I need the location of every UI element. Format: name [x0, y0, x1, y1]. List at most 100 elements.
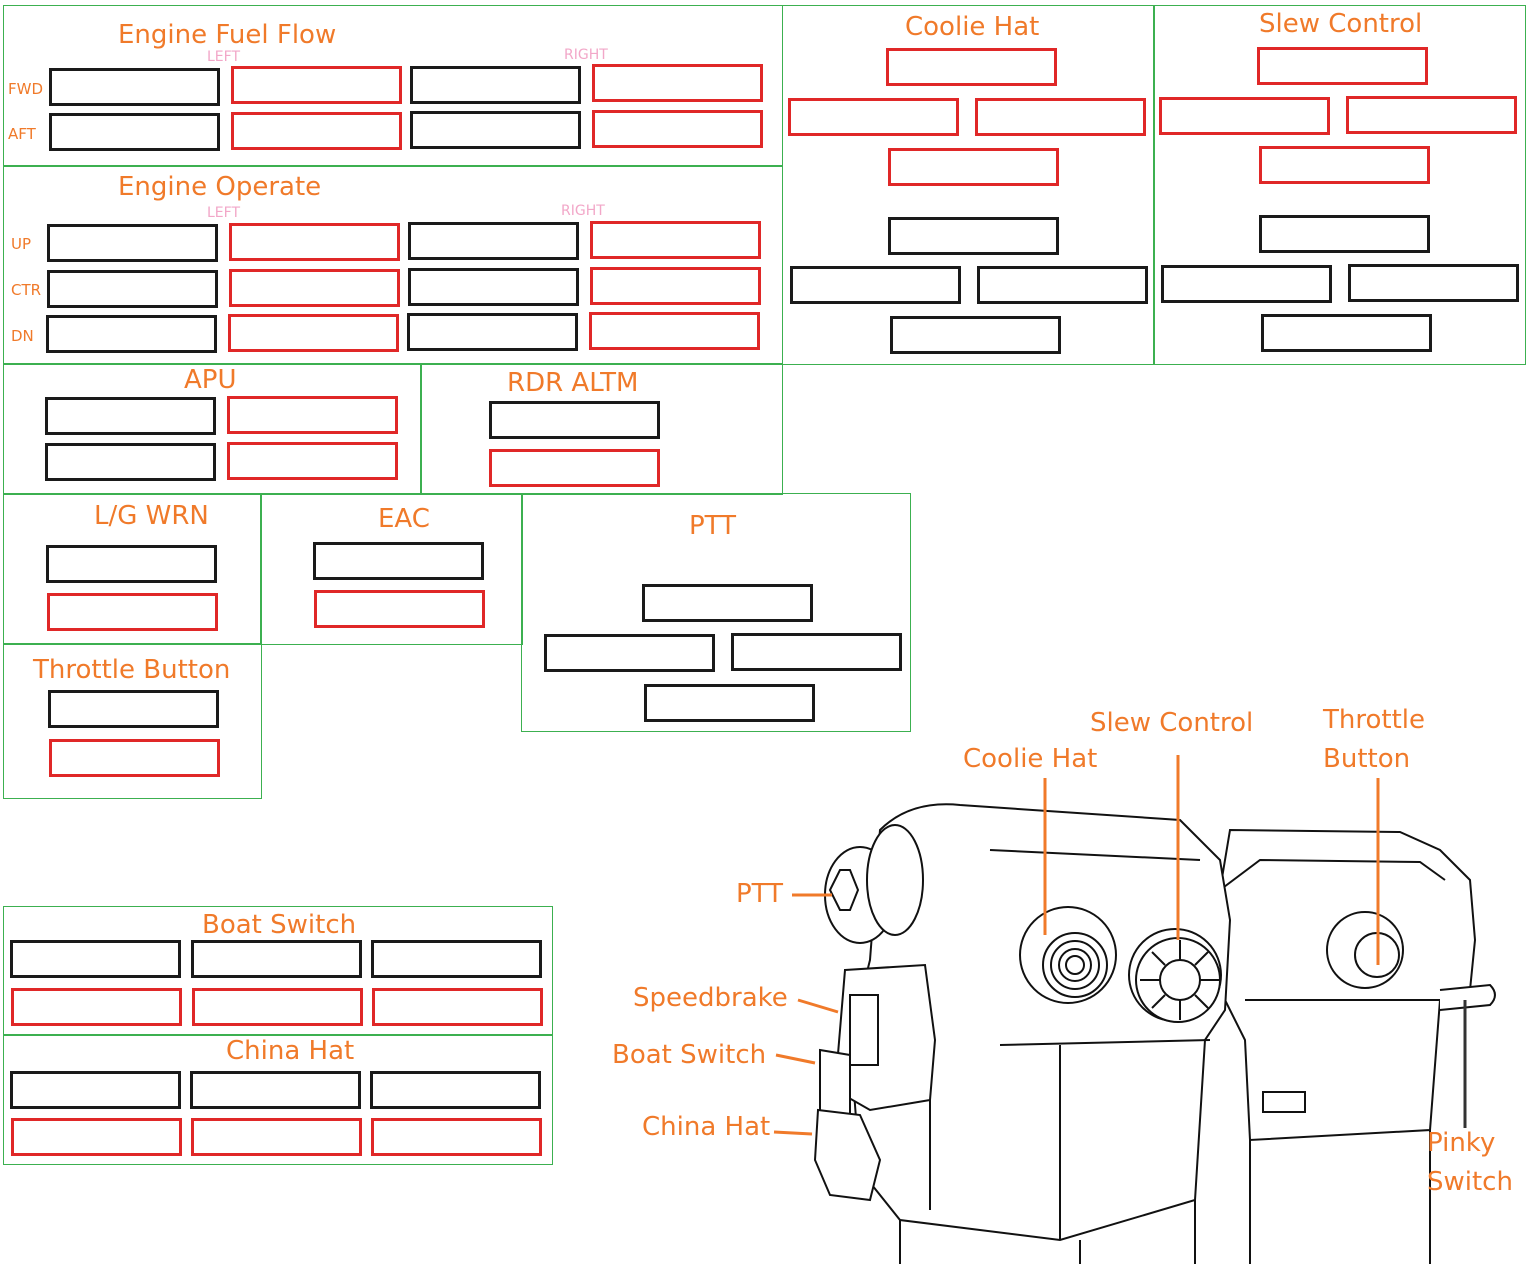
input-box[interactable]	[191, 940, 362, 978]
input-box[interactable]	[489, 449, 660, 487]
panel-title: Throttle Button	[33, 655, 231, 685]
panel-title: Engine Operate	[118, 172, 322, 202]
callout-china-hat: China Hat	[642, 1112, 771, 1142]
china-hat-panel: China Hat	[3, 1034, 553, 1165]
callout-coolie-hat: Coolie Hat	[963, 744, 1098, 774]
input-box[interactable]	[11, 988, 182, 1026]
callout-line: Pinky	[1427, 1128, 1496, 1158]
input-box[interactable]	[592, 110, 763, 148]
input-box[interactable]	[888, 217, 1059, 255]
panel-title: Slew Control	[1259, 9, 1423, 39]
input-box[interactable]	[886, 48, 1057, 86]
panel-title: Coolie Hat	[905, 12, 1040, 42]
row-label-up: UP	[11, 235, 32, 253]
input-box[interactable]	[228, 314, 399, 352]
input-box[interactable]	[371, 1118, 542, 1156]
input-box[interactable]	[590, 267, 761, 305]
panel-title: PTT	[689, 511, 736, 541]
input-box[interactable]	[788, 98, 959, 136]
input-box[interactable]	[49, 113, 220, 151]
input-box[interactable]	[407, 313, 578, 351]
callout-speedbrake: Speedbrake	[633, 983, 788, 1013]
input-box[interactable]	[48, 690, 219, 728]
input-box[interactable]	[47, 270, 218, 308]
input-box[interactable]	[314, 590, 485, 628]
panel-title: RDR ALTM	[507, 368, 639, 398]
input-box[interactable]	[410, 111, 581, 149]
input-box[interactable]	[1259, 215, 1430, 253]
input-box[interactable]	[890, 316, 1061, 354]
row-label-dn: DN	[11, 327, 34, 345]
input-box[interactable]	[731, 633, 902, 671]
input-box[interactable]	[45, 443, 216, 481]
input-box[interactable]	[642, 584, 813, 622]
row-label-ctr: CTR	[11, 281, 42, 299]
input-box[interactable]	[790, 266, 961, 304]
ptt-panel: PTT	[521, 493, 911, 732]
input-box[interactable]	[231, 66, 402, 104]
input-box[interactable]	[11, 1118, 182, 1156]
input-box[interactable]	[592, 64, 763, 102]
input-box[interactable]	[1257, 47, 1428, 85]
callout-boat-switch: Boat Switch	[612, 1040, 767, 1070]
input-box[interactable]	[977, 266, 1148, 304]
input-box[interactable]	[227, 396, 398, 434]
lg-wrn-panel: L/G WRN	[3, 493, 262, 645]
panel-title: L/G WRN	[94, 501, 209, 531]
input-box[interactable]	[47, 593, 218, 631]
input-box[interactable]	[192, 988, 363, 1026]
input-box[interactable]	[231, 112, 402, 150]
input-box[interactable]	[45, 397, 216, 435]
row-label-aft: AFT	[8, 125, 36, 143]
input-box[interactable]	[590, 221, 761, 259]
input-box[interactable]	[46, 315, 217, 353]
input-box[interactable]	[10, 1071, 181, 1109]
input-box[interactable]	[410, 66, 581, 104]
input-box[interactable]	[229, 269, 400, 307]
input-box[interactable]	[589, 312, 760, 350]
input-box[interactable]	[371, 940, 542, 978]
right-sublabel: RIGHT	[564, 47, 608, 63]
input-box[interactable]	[975, 98, 1146, 136]
panel-title: Engine Fuel Flow	[118, 20, 337, 50]
panel-title: APU	[184, 365, 237, 395]
input-box[interactable]	[49, 68, 220, 106]
input-box[interactable]	[544, 634, 715, 672]
input-box[interactable]	[46, 545, 217, 583]
engine-fuel-flow-panel: Engine Fuel Flow LEFT RIGHT FWD AFT	[3, 5, 783, 167]
row-label-fwd: FWD	[8, 80, 44, 98]
input-box[interactable]	[489, 401, 660, 439]
input-box[interactable]	[1261, 314, 1432, 352]
callout-line: Switch	[1427, 1167, 1513, 1197]
input-box[interactable]	[408, 222, 579, 260]
input-box[interactable]	[49, 739, 220, 777]
eac-panel: EAC	[260, 493, 523, 645]
rdr-altm-panel: RDR ALTM	[420, 363, 783, 495]
input-box[interactable]	[408, 268, 579, 306]
callout-line: Throttle	[1323, 705, 1425, 735]
panel-title: Boat Switch	[202, 910, 357, 940]
callout-line: Button	[1323, 744, 1411, 774]
input-box[interactable]	[1259, 146, 1430, 184]
input-box[interactable]	[1159, 97, 1330, 135]
input-box[interactable]	[1161, 265, 1332, 303]
input-box[interactable]	[227, 442, 398, 480]
left-sublabel: LEFT	[207, 205, 241, 221]
coolie-hat-panel: Coolie Hat	[782, 5, 1155, 365]
input-box[interactable]	[229, 223, 400, 261]
input-box[interactable]	[370, 1071, 541, 1109]
panel-title: EAC	[378, 504, 430, 534]
input-box[interactable]	[190, 1071, 361, 1109]
callout-pinky-switch: Pinky Switch	[1427, 1124, 1513, 1202]
input-box[interactable]	[372, 988, 543, 1026]
input-box[interactable]	[191, 1118, 362, 1156]
input-box[interactable]	[10, 940, 181, 978]
input-box[interactable]	[1346, 96, 1517, 134]
callout-ptt: PTT	[736, 879, 783, 909]
input-box[interactable]	[888, 148, 1059, 186]
input-box[interactable]	[1348, 264, 1519, 302]
boat-switch-panel: Boat Switch	[3, 906, 553, 1036]
input-box[interactable]	[47, 224, 218, 262]
input-box[interactable]	[644, 684, 815, 722]
input-box[interactable]	[313, 542, 484, 580]
